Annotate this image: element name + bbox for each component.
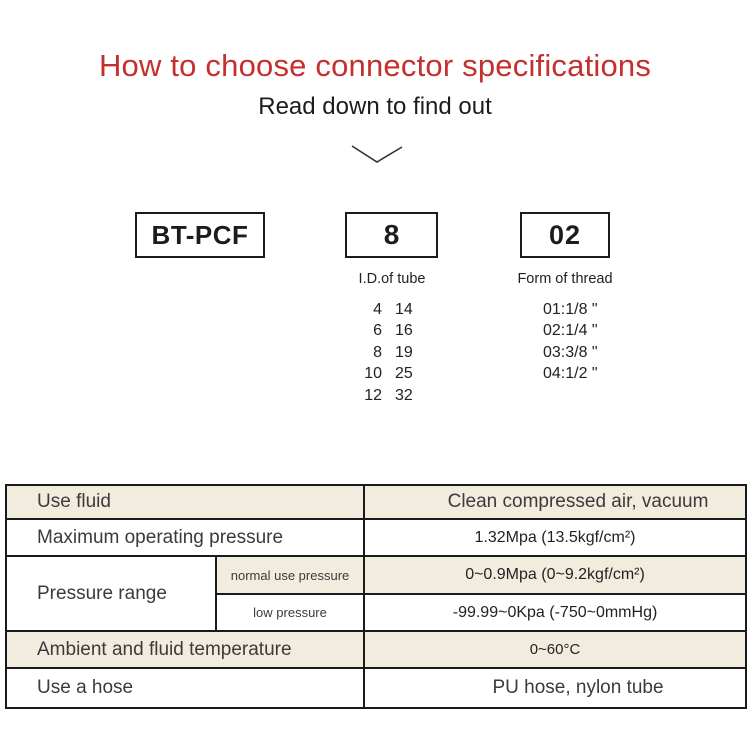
table-row: Use fluid Clean compressed air, vacuum — [4, 484, 748, 520]
table-row: Pressure range normal use pressure 0~0.9… — [5, 555, 748, 632]
spec-label: Maximum operating pressure — [4, 518, 366, 557]
thread-code-box: 02 — [520, 212, 610, 258]
thread-option-list: 01:1/8 " 02:1/4 " 03:3/8 " 04:1/2 " — [543, 299, 598, 385]
spec-value: PU hose, nylon tube — [363, 667, 748, 709]
thread-option: 01:1/8 " — [543, 300, 598, 318]
tube-size-row: 12 32 — [356, 385, 413, 407]
thread-code-label: 02 — [548, 219, 582, 250]
tube-od-value: 16 — [395, 322, 413, 340]
table-row: Maximum operating pressure 1.32Mpa (13.5… — [4, 518, 748, 557]
tube-code-label: 8 — [383, 219, 400, 250]
spec-sub-label: normal use pressure — [214, 555, 366, 595]
table-row: Ambient and fluid temperature 0~60°C — [4, 630, 748, 669]
tube-od-value: 19 — [395, 343, 413, 361]
series-code-box: BT-PCF — [135, 212, 265, 258]
tube-code-box: 8 — [345, 212, 438, 258]
tube-size-row: 10 25 — [356, 364, 413, 386]
thread-option: 04:1/2 " — [543, 365, 598, 383]
tube-size-heading: I.D.of tube — [358, 271, 426, 287]
chevron-down-icon — [351, 145, 403, 163]
page-title: How to choose connector specifications — [98, 48, 652, 83]
spec-sub-label: low pressure — [214, 593, 366, 632]
tube-od-value: 32 — [395, 386, 413, 404]
spec-value: 1.32Mpa (13.5kgf/cm²) — [363, 518, 748, 557]
thread-option: 03:3/8 " — [543, 343, 598, 361]
spec-value: 0~60°C — [363, 630, 748, 669]
tube-od-value: 25 — [395, 365, 413, 383]
tube-size-row: 6 16 — [356, 321, 413, 343]
tube-id-value: 8 — [373, 343, 382, 361]
spec-table: Use fluid Clean compressed air, vacuum M… — [4, 484, 748, 709]
tube-id-value: 6 — [373, 322, 382, 340]
spec-label: Use fluid — [4, 484, 366, 520]
tube-id-value: 12 — [364, 386, 382, 404]
spec-label: Ambient and fluid temperature — [4, 630, 366, 669]
tube-size-row: 8 19 — [356, 342, 413, 364]
tube-od-value: 14 — [395, 300, 413, 318]
thread-form-heading: Form of thread — [517, 271, 613, 287]
spec-value: Clean compressed air, vacuum — [363, 484, 748, 520]
tube-size-row: 4 14 — [356, 299, 413, 321]
tube-size-list: 4 14 6 16 8 19 10 25 12 32 — [356, 299, 413, 407]
spec-value: 0~0.9Mpa (0~9.2kgf/cm²) — [363, 555, 748, 595]
spec-label: Pressure range — [5, 555, 217, 632]
page-subtitle: Read down to find out — [258, 93, 492, 120]
series-code-label: BT-PCF — [151, 219, 249, 250]
tube-id-value: 10 — [364, 365, 382, 383]
spec-label: Use a hose — [4, 667, 366, 709]
table-row: low pressure -99.99~0Kpa (-750~0mmHg) — [6, 593, 748, 632]
table-row: Use a hose PU hose, nylon tube — [4, 667, 748, 709]
spec-value: -99.99~0Kpa (-750~0mmHg) — [363, 593, 748, 632]
tube-id-value: 4 — [373, 300, 382, 318]
thread-option: 02:1/4 " — [543, 322, 598, 340]
